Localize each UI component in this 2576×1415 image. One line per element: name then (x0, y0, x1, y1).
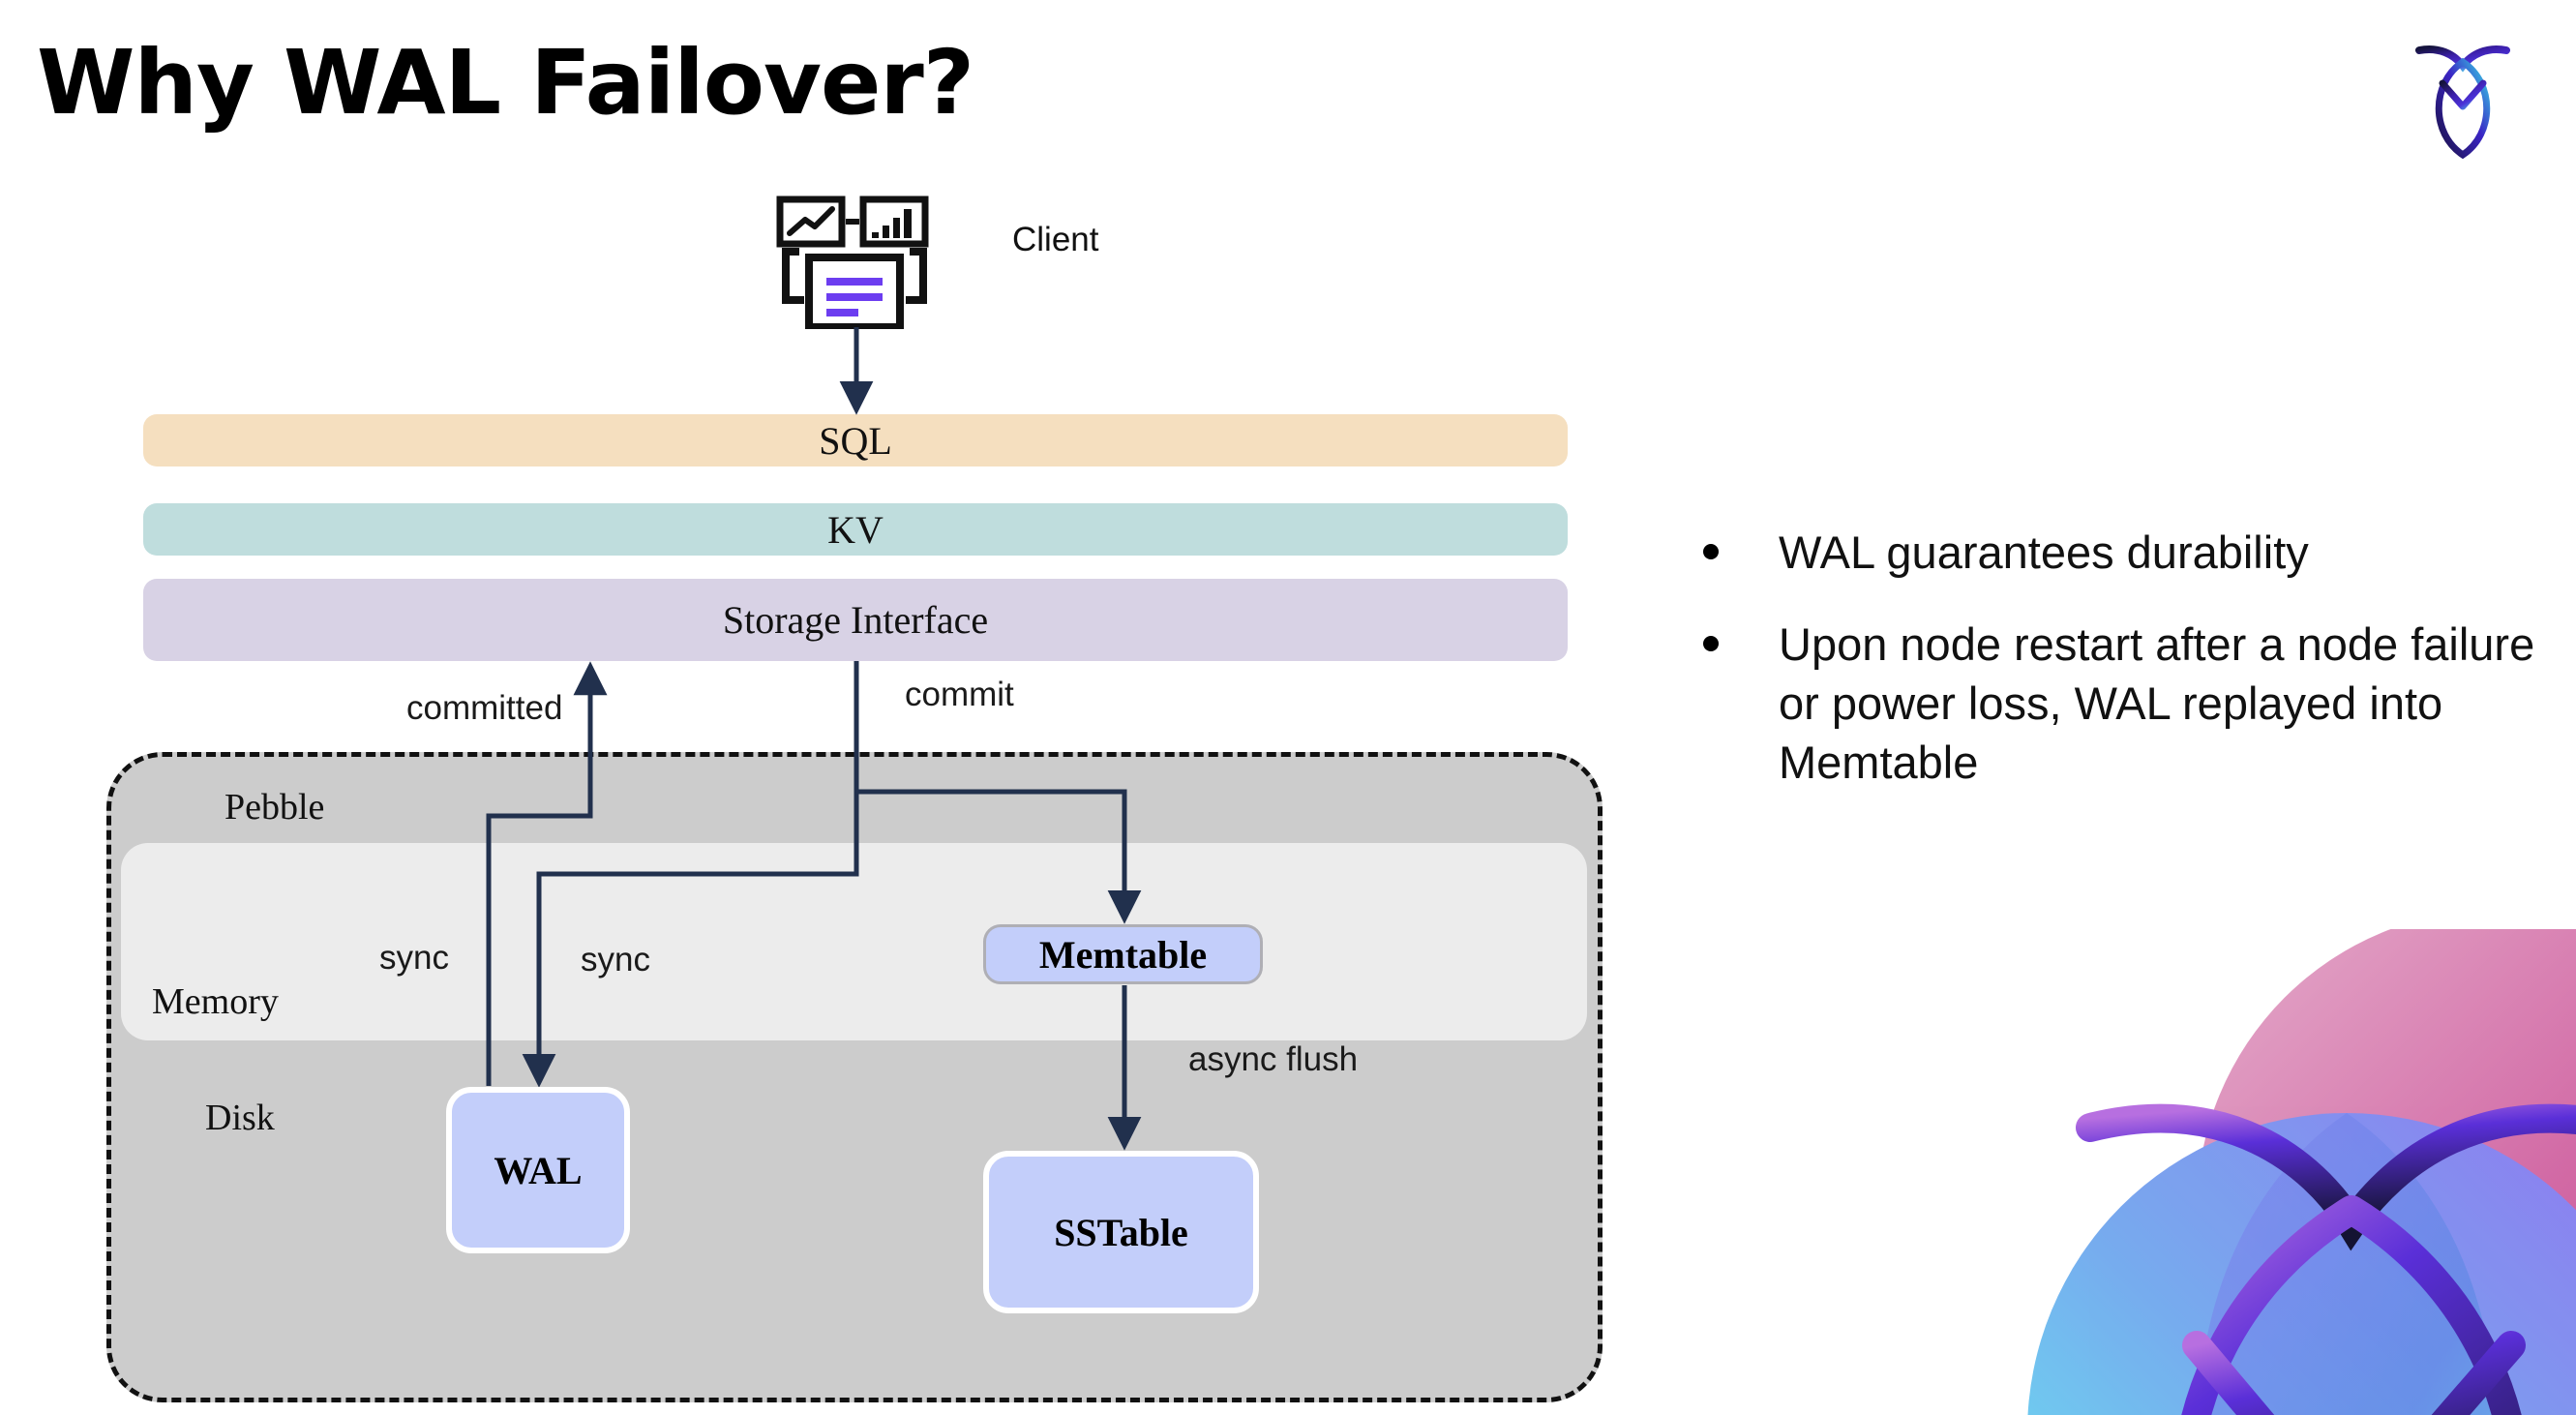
edge-label-sync-left: sync (379, 939, 449, 977)
list-item: WAL guarantees durability (1703, 523, 2535, 582)
edge-label-commit: commit (905, 676, 1014, 713)
bullet-text: Upon node restart after a node failure o… (1779, 618, 2535, 789)
edge-label-sync-right: sync (581, 941, 650, 978)
node-sstable-label: SSTable (1054, 1210, 1188, 1254)
list-item: Upon node restart after a node failure o… (1703, 615, 2535, 792)
layer-bar-kv-label: KV (827, 507, 884, 552)
node-memtable: Memtable (983, 924, 1263, 984)
layer-bar-sql-label: SQL (819, 418, 892, 463)
layer-bar-storage-label: Storage Interface (722, 598, 989, 642)
bullet-dot-icon (1703, 636, 1719, 652)
bullet-list: WAL guarantees durability Upon node rest… (1703, 523, 2535, 825)
layer-bar-sql: SQL (143, 414, 1568, 467)
client-workstation-icon (776, 196, 929, 329)
edge-label-committed: committed (406, 689, 563, 727)
bullet-text: WAL guarantees durability (1779, 527, 2309, 578)
edge-label-async-flush: async flush (1188, 1040, 1359, 1078)
memory-panel (121, 843, 1587, 1040)
node-memtable-label: Memtable (1038, 932, 1208, 977)
pebble-label: Pebble (225, 787, 325, 828)
page-title: Why WAL Failover? (37, 31, 974, 135)
node-wal-label: WAL (494, 1148, 583, 1192)
client-label: Client (1012, 221, 1099, 258)
cockroachdb-decorative-mark (2027, 929, 2576, 1415)
layer-bar-kv: KV (143, 503, 1568, 556)
node-sstable: SSTable (983, 1151, 1259, 1313)
disk-label: Disk (205, 1098, 275, 1138)
bullet-dot-icon (1703, 544, 1719, 559)
memory-label: Memory (152, 981, 279, 1022)
layer-bar-storage: Storage Interface (143, 579, 1568, 661)
cockroachdb-logo (2415, 45, 2510, 159)
node-wal: WAL (446, 1087, 630, 1253)
